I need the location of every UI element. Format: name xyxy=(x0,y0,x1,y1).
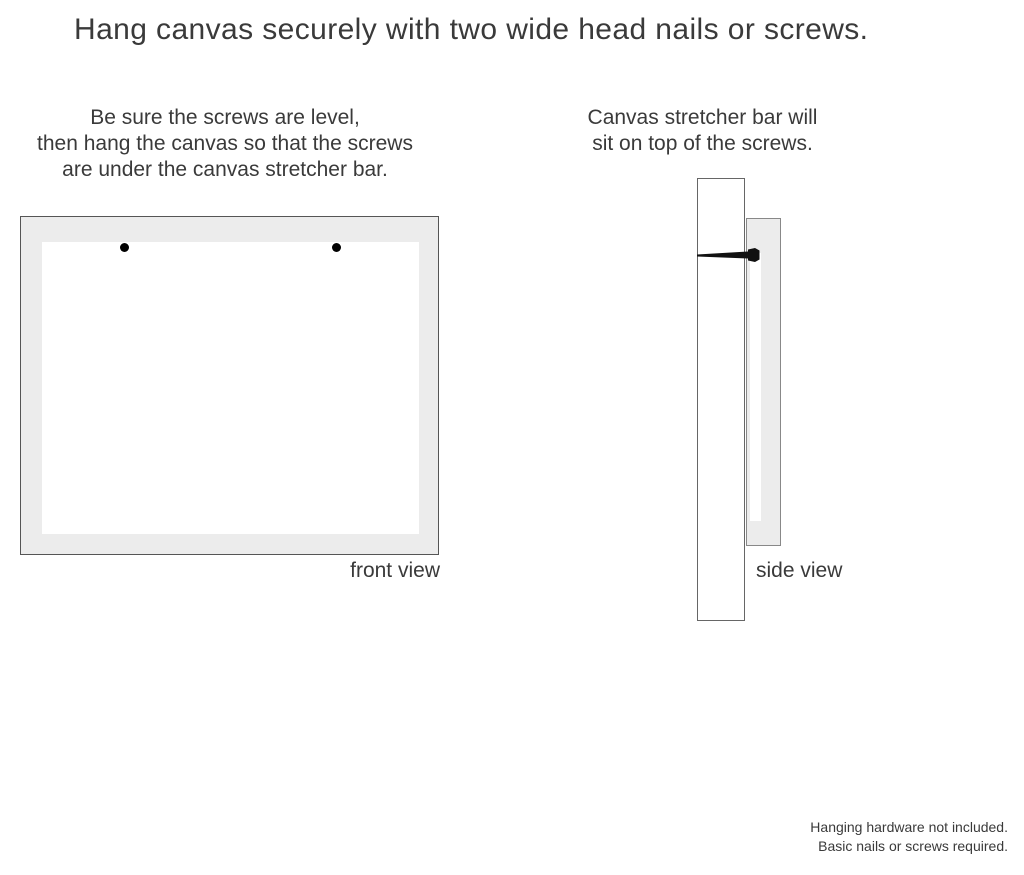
footnote-line: Hanging hardware not included. xyxy=(810,819,1008,835)
front-view-label: front view xyxy=(350,559,440,582)
canvas-front-inner-area xyxy=(42,242,419,534)
instruction-line: are under the canvas stretcher bar. xyxy=(62,158,388,181)
instruction-line: Be sure the screws are level, xyxy=(90,106,360,129)
hardware-footnote: Hanging hardware not included. Basic nai… xyxy=(700,818,1008,855)
instruction-line: then hang the canvas so that the screws xyxy=(37,132,413,155)
stretcher-bar-side xyxy=(697,178,745,621)
canvas-side-view xyxy=(746,218,781,546)
instruction-line: Canvas stretcher bar will xyxy=(587,106,818,129)
front-view-instructions: Be sure the screws are level, then hang … xyxy=(30,105,420,183)
nail-icon xyxy=(697,248,760,262)
page-title: Hang canvas securely with two wide head … xyxy=(74,13,869,46)
canvas-front-view xyxy=(20,216,439,555)
side-view-label: side view xyxy=(756,559,843,582)
instruction-line: sit on top of the screws. xyxy=(592,132,813,155)
screw-left-dot xyxy=(120,243,129,252)
canvas-side-inner-strip xyxy=(750,253,761,521)
side-view-instructions: Canvas stretcher bar will sit on top of … xyxy=(575,105,830,157)
footnote-line: Basic nails or screws required. xyxy=(818,837,1008,854)
screw-right-dot xyxy=(332,243,341,252)
